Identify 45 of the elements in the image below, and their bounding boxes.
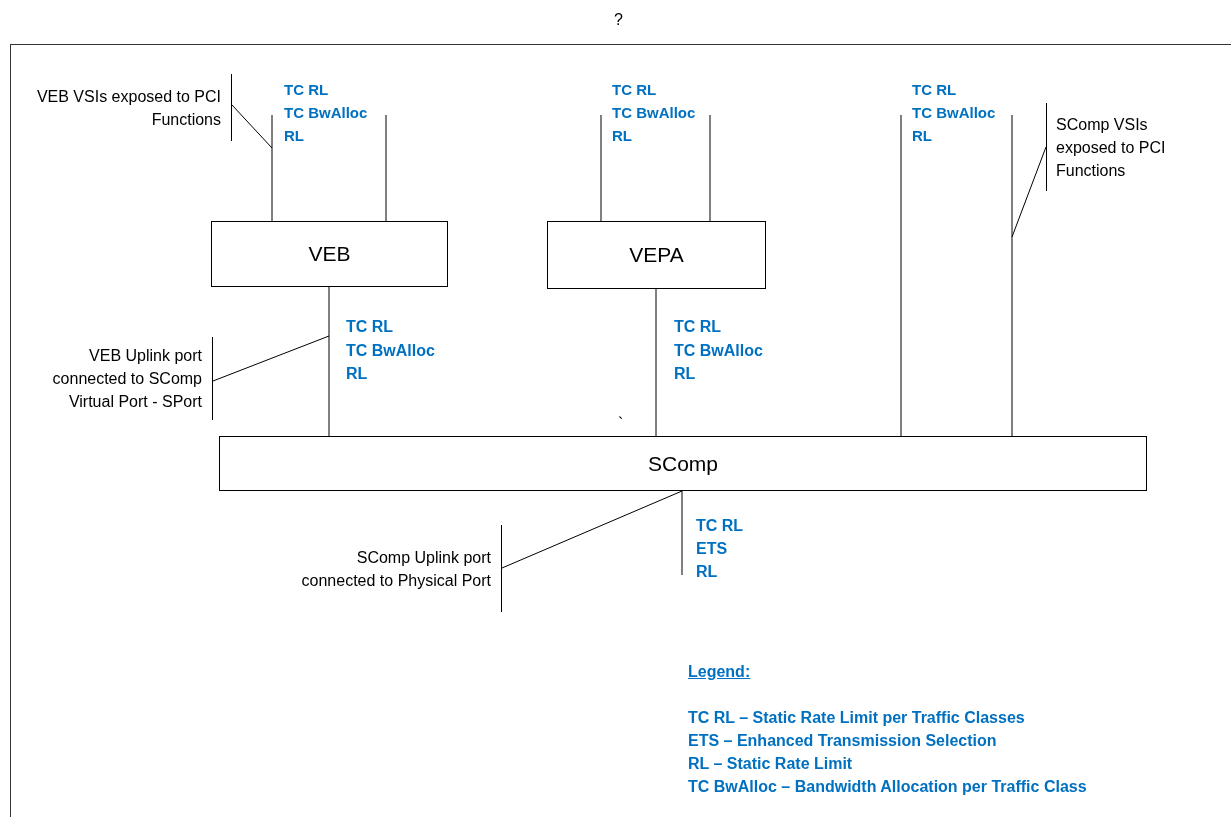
legend-entry: RL – Static Rate Limit: [688, 754, 853, 774]
leader-line: [1011, 146, 1047, 238]
diagram-title: ?: [614, 10, 623, 30]
callout-text: VEB Uplink port connected to SComp Virtual Port - SPort: [14, 337, 213, 420]
port-line: [1011, 114, 1013, 437]
port-setting-label: RL: [674, 364, 696, 384]
port-line: [709, 114, 711, 222]
port-setting-label: RL: [284, 126, 304, 146]
port-setting-label: TC RL: [674, 317, 722, 337]
port-line: [681, 490, 683, 576]
leader-line: [501, 490, 683, 569]
port-line: [271, 114, 273, 222]
port-setting-label: RL: [912, 126, 932, 146]
port-setting-label: `: [618, 414, 624, 434]
component-box: SComp: [219, 436, 1147, 491]
port-setting-label: TC BwAlloc: [346, 341, 435, 361]
legend-entry: TC BwAlloc – Bandwidth Allocation per Traffic Class: [688, 777, 1087, 797]
port-line: [385, 114, 387, 222]
port-setting-label: TC BwAlloc: [912, 103, 996, 123]
port-setting-label: RL: [346, 364, 368, 384]
port-setting-label: TC BwAlloc: [612, 103, 696, 123]
port-line: [900, 114, 902, 437]
port-setting-label: TC BwAlloc: [674, 341, 763, 361]
port-setting-label: TC RL: [346, 317, 394, 337]
port-line: [600, 114, 602, 222]
callout-text: SComp VSIs exposed to PCI Functions: [1046, 103, 1176, 191]
leader-line: [231, 104, 273, 149]
port-setting-label: RL: [612, 126, 632, 146]
legend-entry: ETS – Enhanced Transmission Selection: [688, 731, 997, 751]
legend-entry: TC RL – Static Rate Limit per Traffic Classes: [688, 708, 1025, 728]
port-setting-label: TC RL: [284, 80, 329, 100]
port-line: [655, 288, 657, 437]
port-setting-label: TC RL: [696, 516, 744, 536]
legend-heading: Legend:: [688, 662, 751, 682]
component-box: VEB: [211, 221, 448, 287]
port-setting-label: TC RL: [912, 80, 957, 100]
port-setting-label: TC RL: [612, 80, 657, 100]
callout-text: SComp Uplink port connected to Physical Port: [300, 525, 502, 612]
leader-line: [212, 335, 330, 382]
port-setting-label: TC BwAlloc: [284, 103, 368, 123]
callout-text: VEB VSIs exposed to PCI Functions: [20, 74, 232, 141]
port-setting-label: ETS: [696, 539, 728, 559]
port-setting-label: RL: [696, 562, 718, 582]
port-line: [328, 286, 330, 437]
component-box: VEPA: [547, 221, 766, 289]
